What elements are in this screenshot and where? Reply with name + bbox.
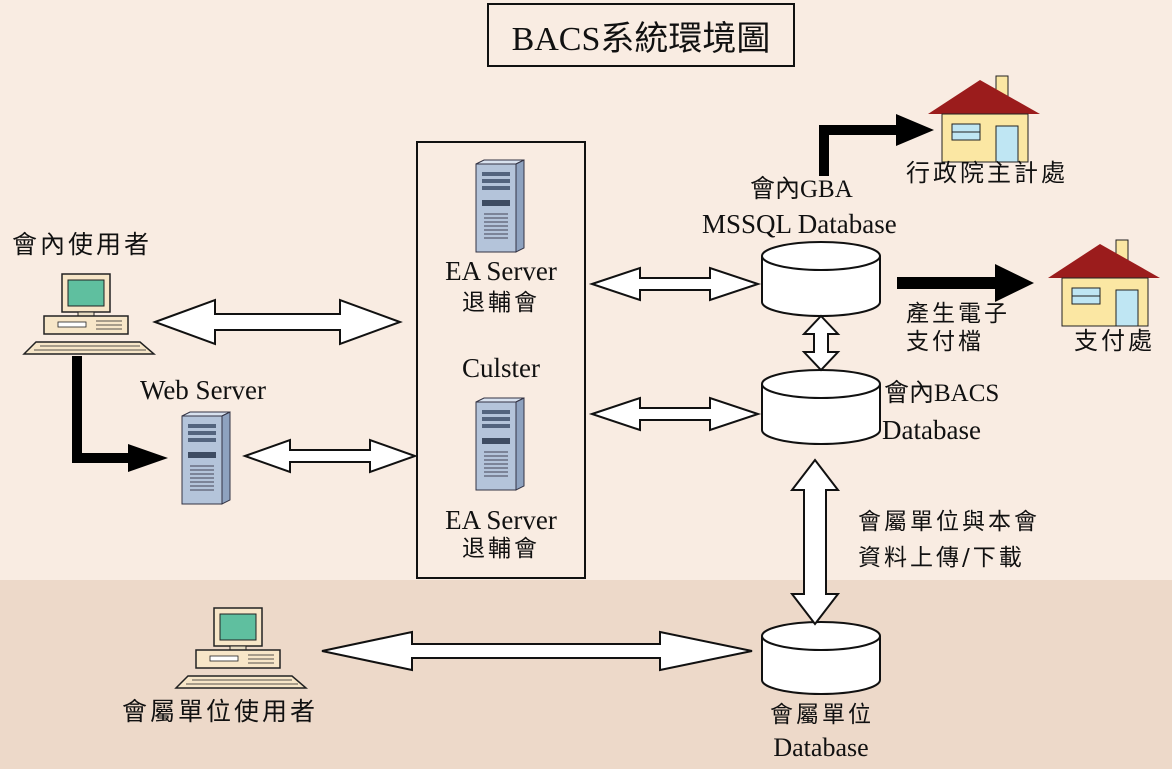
web-server-label: Web Server xyxy=(140,375,267,405)
cluster-box xyxy=(416,141,586,579)
upload-label-1: 會屬單位與本會 xyxy=(858,509,1040,535)
lower-band xyxy=(0,580,1172,769)
ea-server-top-sub: 退輔會 xyxy=(462,290,540,316)
arrow-user-webserver-head xyxy=(128,444,168,472)
web-server-icon xyxy=(181,411,231,505)
arrow-unitusers-unitdb xyxy=(321,630,753,672)
exec-yuan-house-icon xyxy=(927,75,1041,163)
ea-server-top-icon xyxy=(475,159,525,253)
bacs-db-label-2: Database xyxy=(882,415,981,445)
unit-database-icon xyxy=(761,621,881,695)
arrow-user-webserver-line xyxy=(72,356,130,463)
ea-server-bottom-sub: 退輔會 xyxy=(462,536,540,562)
arrow-bacs-unitdb xyxy=(789,458,841,626)
payment-office-label: 支付處 xyxy=(1074,327,1155,355)
arrow-webserver-cluster xyxy=(242,438,418,474)
diagram-title: BACS系統環境圖 xyxy=(487,3,795,67)
arrow-gen-file-line xyxy=(897,277,997,289)
unit-db-label-2: Database xyxy=(773,733,869,762)
arrow-users-cluster xyxy=(152,298,403,346)
arrow-cluster-bacs xyxy=(588,396,762,432)
unit-db-label-1: 會屬單位 xyxy=(770,702,874,728)
internal-user-computer-icon xyxy=(23,273,155,355)
cluster-label: Culster xyxy=(462,353,540,383)
unit-user-computer-icon xyxy=(175,607,307,689)
exec-yuan-label: 行政院主計處 xyxy=(906,159,1068,187)
arrow-gba-execyuan-line xyxy=(819,125,898,176)
ea-server-top-label: EA Server xyxy=(445,256,557,286)
gen-file-label-2: 支付檔 xyxy=(906,329,984,355)
unit-users-label: 會屬單位使用者 xyxy=(122,697,319,726)
gba-db-label-2: MSSQL Database xyxy=(702,209,897,239)
ea-server-bottom-icon xyxy=(475,397,525,491)
ea-server-bottom-label: EA Server xyxy=(445,505,557,535)
internal-users-label: 會內使用者 xyxy=(12,230,153,259)
arrow-gen-file-head xyxy=(995,264,1034,302)
upload-label-2: 資料上傳/下載 xyxy=(858,545,1025,571)
arrow-cluster-gba xyxy=(588,266,762,302)
arrow-gba-execyuan-head xyxy=(896,114,934,146)
bacs-database-icon xyxy=(761,369,881,445)
arrow-gba-bacs xyxy=(801,314,841,372)
bacs-db-label-1: 會內BACS xyxy=(884,380,1000,407)
gba-db-label-1: 會內GBA xyxy=(750,176,853,203)
payment-office-house-icon xyxy=(1047,239,1161,327)
gen-file-label-1: 產生電子 xyxy=(906,301,1010,327)
gba-database-icon xyxy=(761,241,881,317)
